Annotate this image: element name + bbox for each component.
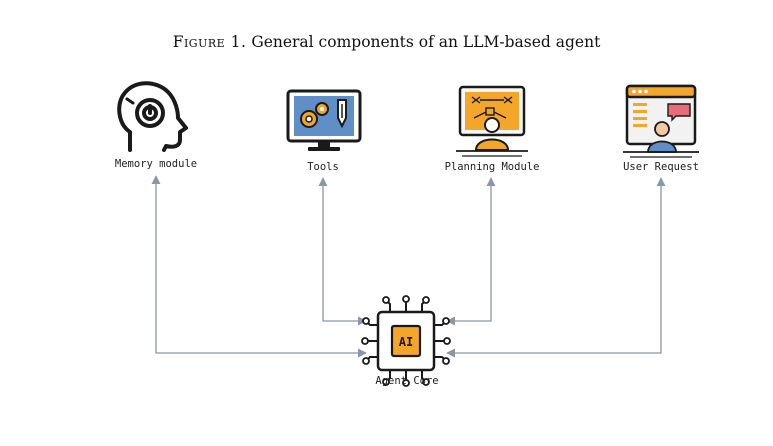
- connectors: [151, 175, 666, 358]
- user-request-label: User Request: [623, 161, 699, 173]
- head-brain-icon: [117, 81, 188, 152]
- connector-memory-core: [151, 175, 367, 358]
- chip-text: AI: [399, 335, 413, 349]
- connector-tools-core: [318, 177, 367, 326]
- tools-label: Tools: [307, 161, 339, 173]
- user-request-window-icon: [623, 84, 699, 158]
- connector-user-core: [446, 177, 666, 358]
- agent-core-label: Agent Core: [375, 375, 439, 387]
- planning-board-icon: [456, 85, 528, 157]
- planning-module-label: Planning Module: [444, 161, 540, 173]
- figure-caption: Figure 1. General components of an LLM-b…: [0, 33, 773, 51]
- connector-planning-core: [446, 177, 496, 326]
- ai-chip-icon: AI: [361, 295, 451, 387]
- caption-prefix: Figure 1.: [172, 33, 247, 51]
- memory-module-label: Memory module: [114, 158, 198, 170]
- monitor-gears-icon: [286, 89, 362, 151]
- caption-text: General components of an LLM-based agent: [251, 33, 601, 51]
